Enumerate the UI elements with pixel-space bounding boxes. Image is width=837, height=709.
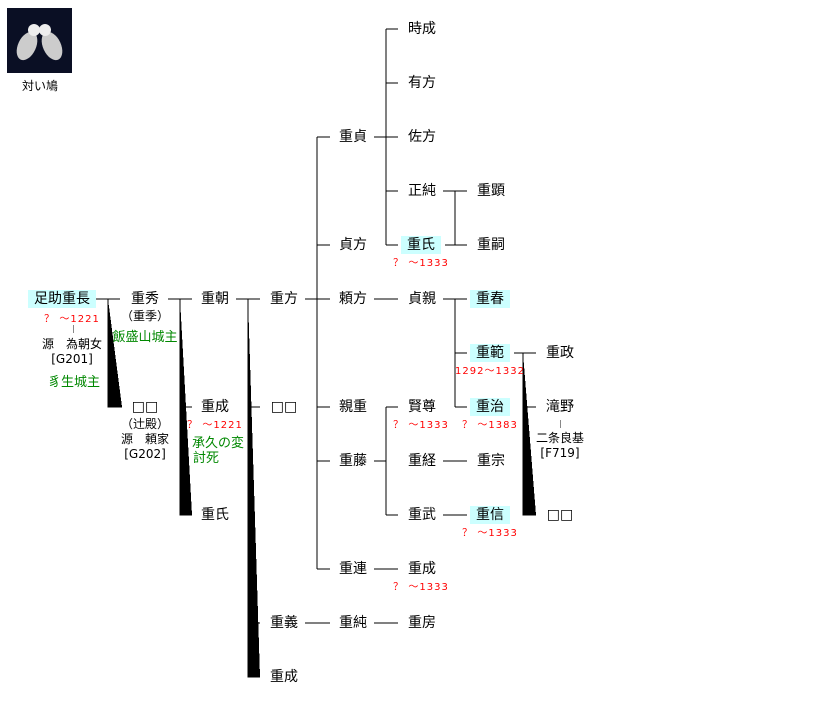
crest-caption: 対い鳩 — [21, 79, 59, 93]
spouse-ref: [F719] — [540, 446, 580, 460]
person-shigetsune: 重経 — [408, 453, 436, 469]
person-shigefuji: 重藤 — [339, 453, 367, 469]
dates: ？ ～1383 — [462, 420, 518, 431]
dates: ？ ～1333 — [393, 420, 449, 431]
person-arikata: 有方 — [408, 75, 436, 91]
person-yorikata: 頼方 — [339, 291, 367, 307]
person-shigenori: 重範 — [470, 344, 510, 362]
person-shigemasa: 重政 — [546, 345, 574, 361]
person-shigeyoshi: 重義 — [270, 615, 298, 631]
dove-crest-icon — [16, 24, 63, 61]
person-chikashige: 親重 — [339, 399, 367, 415]
crest-image — [7, 8, 72, 73]
dates: ？ ～1333 — [393, 258, 449, 269]
person-shigezumi: 重純 — [339, 615, 367, 631]
person-shigetsugu: 重嗣 — [477, 237, 505, 253]
alias: （辻殿） — [120, 417, 170, 431]
person-unknown: □□ — [131, 399, 159, 415]
person-shigekata: 重方 — [270, 291, 298, 307]
person-sukekata: 佐方 — [408, 129, 436, 145]
note: 飯盛山城主 — [112, 330, 178, 345]
note: 討死 — [192, 451, 220, 466]
person-shigetsura: 重連 — [339, 561, 367, 577]
person-shigetake: 重武 — [408, 507, 436, 523]
note: 豸生城主 — [47, 375, 101, 390]
person-shigesada: 重貞 — [339, 129, 367, 145]
dates: ？ ～1333 — [462, 528, 518, 539]
spouse: 源 為朝女 — [41, 337, 103, 351]
person-shigenari: 重成 — [408, 561, 436, 577]
note: 承久の変 — [191, 436, 245, 451]
person-kenson: 賢尊 — [408, 399, 436, 415]
person-sadakata: 貞方 — [339, 237, 367, 253]
spouse-tick — [73, 325, 74, 333]
dates: ？ ～1221 — [44, 314, 100, 325]
spouse-ref: [G202] — [124, 447, 166, 461]
dates: ？ ～1221 — [187, 420, 243, 431]
person-shigenari: 重成 — [270, 669, 298, 685]
spouse: 源 頼家 — [120, 432, 170, 446]
dates: 1292～1332 — [455, 366, 525, 377]
person-tokinari: 時成 — [408, 21, 436, 37]
spouse-tick — [560, 420, 561, 428]
person-shigefusa: 重房 — [408, 615, 436, 631]
person-unknown: □□ — [270, 399, 298, 415]
person-shigeaki: 重顕 — [477, 183, 505, 199]
person-shigeharu: 重春 — [470, 290, 510, 308]
spouse-ref: [G201] — [51, 352, 93, 366]
person-shigenaga: 足助重長 — [28, 290, 96, 308]
person-takino: 滝野 — [546, 399, 574, 415]
person-sadachika: 貞親 — [408, 291, 436, 307]
person-shigenobu: 重信 — [470, 506, 510, 524]
person-shigeuji: 重氏 — [401, 236, 441, 254]
alias: （重季） — [120, 309, 170, 323]
person-shigeharu-2: 重治 — [470, 398, 510, 416]
person-unknown: □□ — [546, 507, 574, 523]
person-shigetomo: 重朝 — [201, 291, 229, 307]
spouse: 二条良基 — [535, 431, 585, 445]
person-shigehide: 重秀 — [131, 291, 159, 307]
person-shigenari: 重成 — [201, 399, 229, 415]
person-shigeuji: 重氏 — [201, 507, 229, 523]
dates: ？ ～1333 — [393, 582, 449, 593]
person-masazumi: 正純 — [408, 183, 436, 199]
person-shigemune: 重宗 — [477, 453, 505, 469]
